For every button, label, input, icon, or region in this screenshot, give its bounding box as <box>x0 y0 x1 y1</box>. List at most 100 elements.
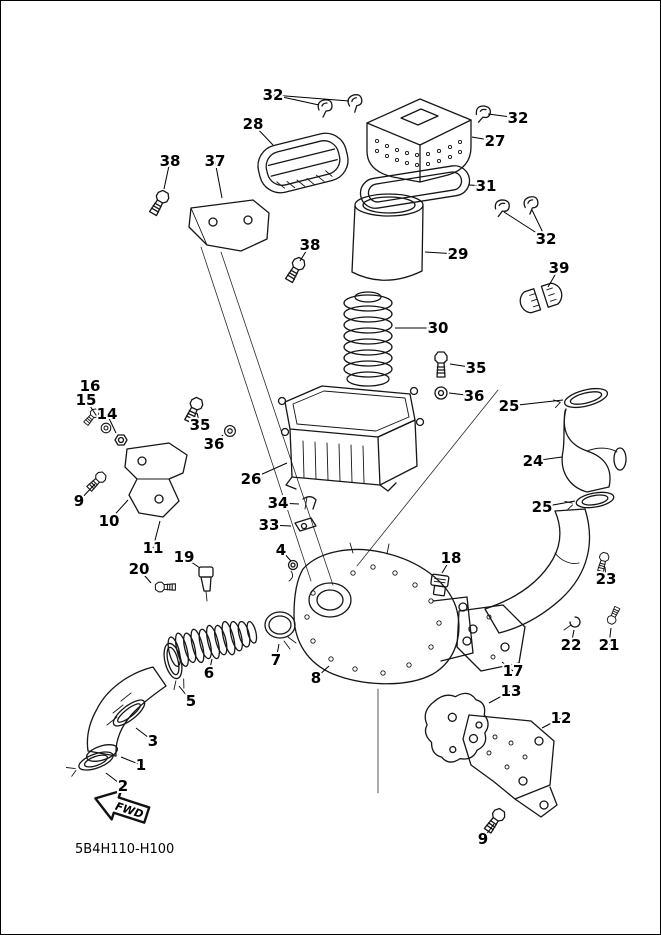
part-31-seal <box>359 165 471 209</box>
part-number-14: 14 <box>97 405 118 423</box>
part-8-throttle-body <box>293 542 474 685</box>
part-26-case <box>277 385 425 492</box>
part-number-25: 25 <box>532 498 553 516</box>
part-36-washer <box>434 386 448 400</box>
leader-line <box>183 556 201 569</box>
leader-line <box>106 413 117 434</box>
part-32-clip <box>346 93 365 114</box>
part-number-38: 38 <box>160 152 181 170</box>
part-13-gasket <box>424 692 489 763</box>
part-25-clamp-lower <box>564 491 615 511</box>
assembly-line <box>356 389 499 567</box>
part-35-bolt <box>434 351 448 378</box>
part-number-35: 35 <box>466 359 487 377</box>
leader-line <box>213 434 224 445</box>
diagram-artwork: FWD <box>65 93 627 835</box>
leader-line <box>280 549 292 562</box>
part-number-16: 16 <box>80 377 101 395</box>
leader-line <box>570 629 575 646</box>
leader-line <box>138 568 152 584</box>
part-number-37: 37 <box>205 152 226 170</box>
leader-line <box>196 412 201 426</box>
part-number-28: 28 <box>243 115 264 133</box>
part-number-27: 27 <box>485 132 506 150</box>
part-number-2: 2 <box>118 777 128 795</box>
leader-line <box>604 566 607 580</box>
part-number-22: 22 <box>561 636 582 654</box>
leader-line <box>449 363 477 369</box>
leader-line <box>501 661 514 672</box>
leader-line <box>532 456 563 462</box>
leader-line <box>299 244 311 262</box>
part-14-nut <box>114 434 128 446</box>
leader-line <box>152 520 161 549</box>
leader-line <box>277 502 300 505</box>
part-number-19: 19 <box>174 548 195 566</box>
part-number-36: 36 <box>464 387 485 405</box>
part-number-10: 10 <box>99 512 120 530</box>
part-10-11-bracket <box>124 442 188 518</box>
part-34-hook <box>302 496 317 510</box>
part-number-20: 20 <box>129 560 150 578</box>
part-number-26: 26 <box>241 470 262 488</box>
part-2-clamp <box>65 751 114 777</box>
leader-line <box>424 251 459 255</box>
leader-line <box>487 113 519 119</box>
assembly-line <box>200 246 312 582</box>
part-25-clamp-upper <box>553 387 609 409</box>
part-number-33: 33 <box>259 516 280 534</box>
diagram-code: 5B4H110-H100 <box>75 842 174 857</box>
leader-line <box>275 643 280 661</box>
part-number-17: 17 <box>503 662 524 680</box>
leader-line <box>471 136 496 142</box>
part-24-joint <box>561 408 627 493</box>
leader-line <box>135 727 154 742</box>
part-18-connector <box>430 573 450 597</box>
part-7-clamp <box>264 611 297 650</box>
part-number-9: 9 <box>74 492 84 510</box>
part-number-35: 35 <box>190 416 211 434</box>
part-number-36: 36 <box>204 435 225 453</box>
part-4-grommet <box>287 559 299 582</box>
part-number-32: 32 <box>263 86 284 104</box>
leader-line <box>85 399 101 422</box>
leader-line <box>208 658 213 674</box>
part-number-21: 21 <box>599 636 620 654</box>
leader-line <box>214 160 223 199</box>
part-number-39: 39 <box>549 259 570 277</box>
part-number-18: 18 <box>441 549 462 567</box>
leader-line <box>163 160 171 190</box>
part-number-8: 8 <box>311 669 321 687</box>
part-number-13: 13 <box>501 682 522 700</box>
leader-line <box>105 772 124 787</box>
leader-line <box>482 823 495 840</box>
part-number-29: 29 <box>448 245 469 263</box>
leader-line <box>488 690 512 704</box>
part-number-31: 31 <box>476 177 497 195</box>
part-number-30: 30 <box>428 319 449 337</box>
part-number-15: 15 <box>76 391 97 409</box>
leader-line <box>108 499 129 522</box>
part-15-washer <box>100 422 112 434</box>
part-17-bracket <box>456 604 526 672</box>
leader-line <box>608 627 612 646</box>
part-number-32: 32 <box>508 109 529 127</box>
part-33-bracket <box>294 517 317 532</box>
part-28-element-cover <box>257 132 349 194</box>
part-37-bracket <box>188 199 270 252</box>
part-20-bolt <box>154 581 176 593</box>
part-number-4: 4 <box>276 541 286 559</box>
part-38-bolt <box>147 188 172 218</box>
leader-line <box>441 557 452 574</box>
part-number-24: 24 <box>523 452 544 470</box>
body-texture-dots <box>304 564 442 676</box>
leader-line <box>468 184 487 187</box>
part-22-clip <box>563 616 581 631</box>
part-5-clamp <box>163 642 185 691</box>
part-3-clamp <box>112 699 146 727</box>
part-number-12: 12 <box>551 709 572 727</box>
part-number-11: 11 <box>143 539 164 557</box>
leader-line <box>315 665 330 679</box>
leader-line <box>503 211 547 240</box>
